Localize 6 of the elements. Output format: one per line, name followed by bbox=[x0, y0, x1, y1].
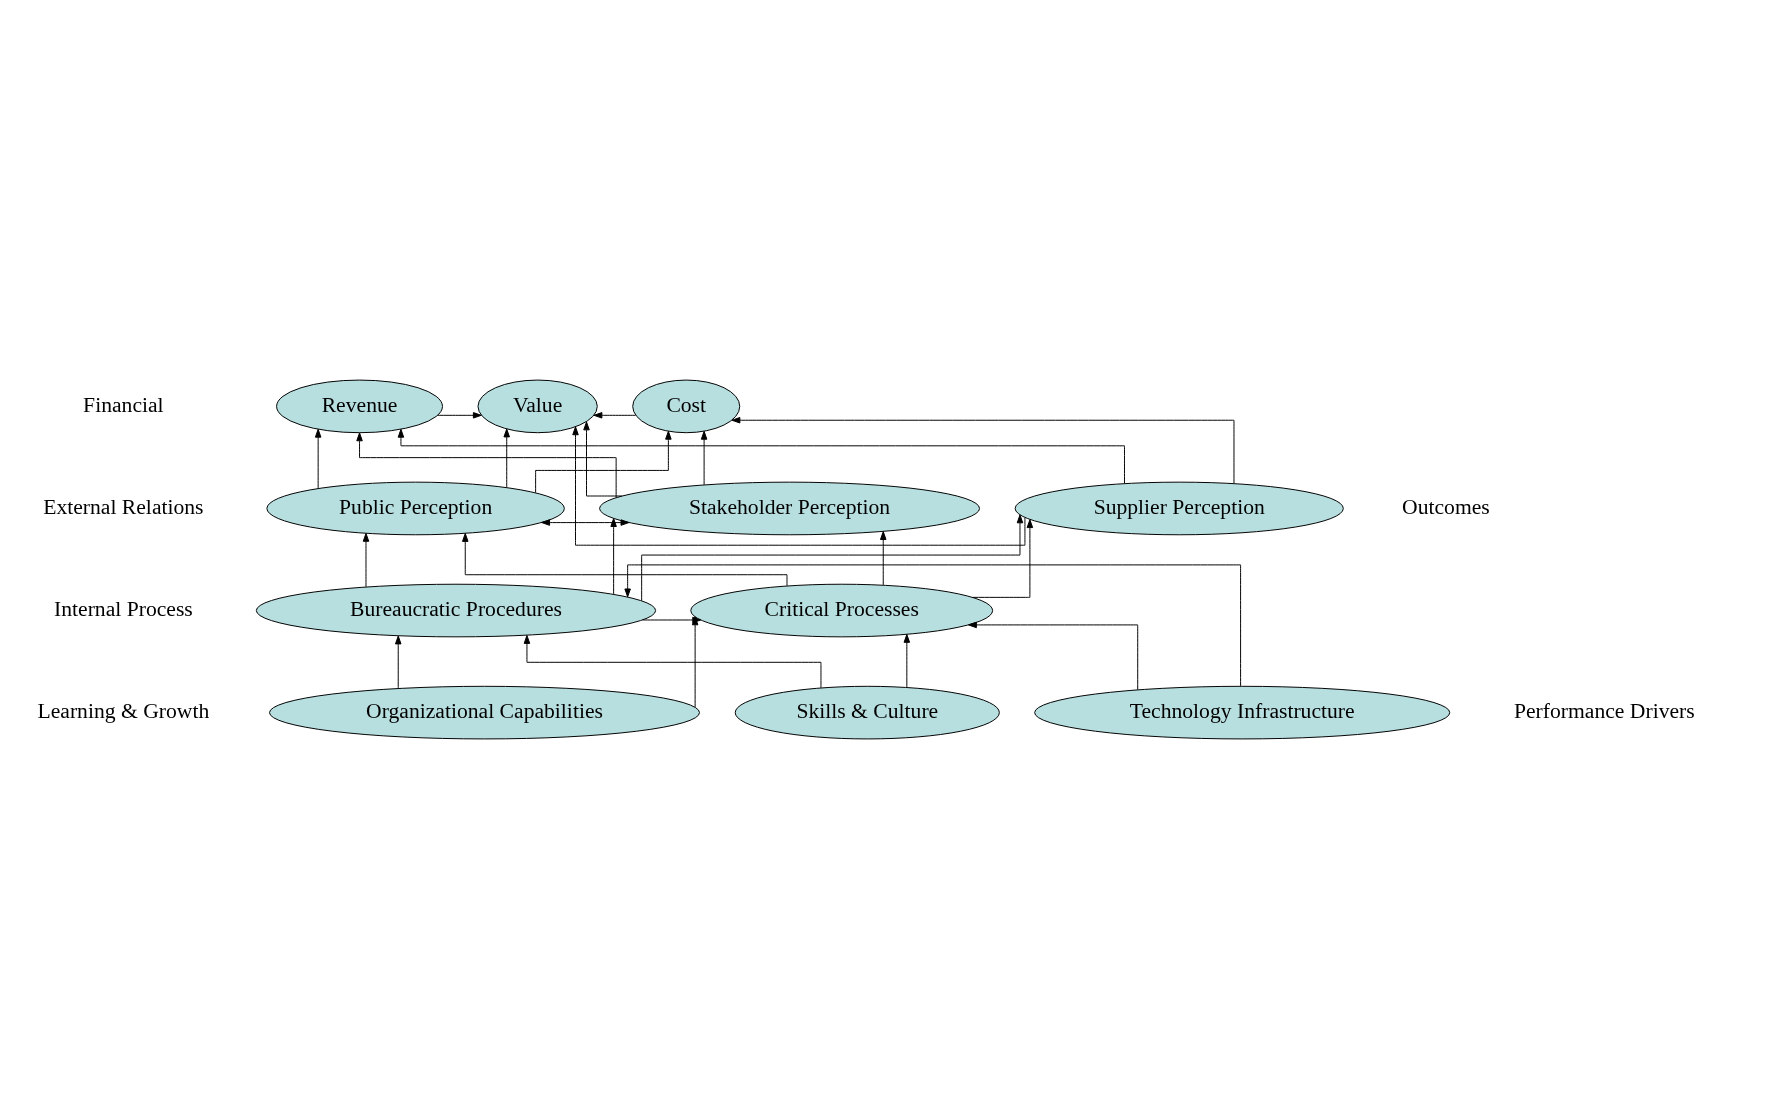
label: Outcomes bbox=[1402, 494, 1490, 519]
label: Learning & Growth bbox=[37, 699, 210, 724]
label: Performance Drivers bbox=[1513, 699, 1695, 724]
label: Internal Process bbox=[54, 597, 193, 622]
label: Financial bbox=[83, 392, 164, 417]
label: External Relations bbox=[43, 494, 204, 519]
